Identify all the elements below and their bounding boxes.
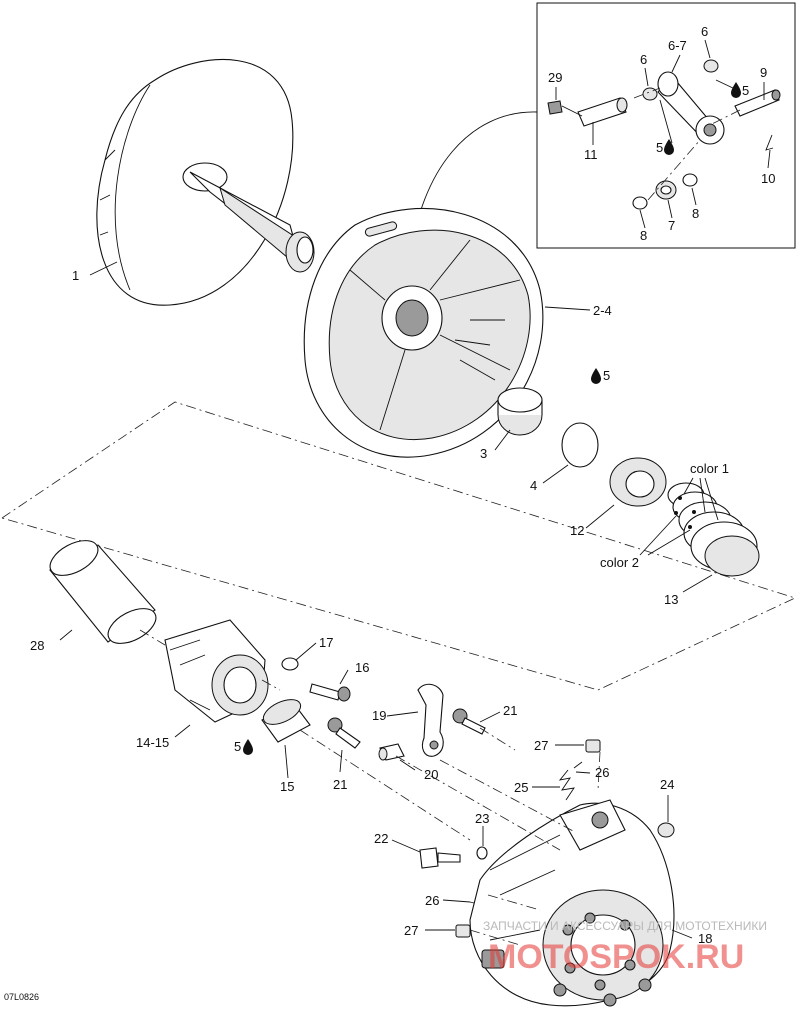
callout-8b: 8 xyxy=(692,206,699,221)
callout-22: 22 xyxy=(374,831,388,846)
oil-drop-icon xyxy=(591,368,601,384)
callout-6-7: 6-7 xyxy=(668,38,687,53)
callout-26b: 26 xyxy=(425,893,439,908)
callout-17: 17 xyxy=(319,635,333,650)
callout-29: 29 xyxy=(548,70,562,85)
pin-20-part xyxy=(378,743,405,761)
screw-16-part xyxy=(309,683,351,702)
callout-2-4: 2-4 xyxy=(593,303,612,318)
callout-15: 15 xyxy=(280,779,294,794)
washer-17-part xyxy=(281,657,299,671)
callout-25: 25 xyxy=(514,780,528,795)
callout-26a: 26 xyxy=(595,765,609,780)
screw-22-part xyxy=(419,847,461,869)
watermark-caption: ЗАПЧАСТИ И АКСЕССУАРЫ ДЛЯ МОТОТЕХНИКИ xyxy=(483,919,767,933)
washer-23-part xyxy=(476,846,488,860)
nut-24-part xyxy=(657,822,675,838)
callout-6a: 6 xyxy=(640,52,647,67)
callout-6b: 6 xyxy=(701,24,708,39)
subassembly-boundary xyxy=(1,401,797,691)
callout-18: 18 xyxy=(698,931,712,946)
callout-24: 24 xyxy=(660,777,674,792)
callout-5b: 5 xyxy=(742,83,749,98)
callout-11: 11 xyxy=(584,147,598,162)
callout-color-1: color 1 xyxy=(690,461,729,476)
oil-drop-icon xyxy=(243,739,253,755)
screw-21b-part xyxy=(452,708,486,735)
oil-drop-icon xyxy=(664,139,674,155)
spring-part xyxy=(667,482,760,577)
callout-8a: 8 xyxy=(640,228,647,243)
bushing-part xyxy=(497,387,543,436)
bushing-6-part xyxy=(642,87,658,101)
bushing-7-part xyxy=(655,180,677,200)
callout-12: 12 xyxy=(570,523,584,538)
callout-5a: 5 xyxy=(603,368,610,383)
roller-arm-part xyxy=(417,683,444,757)
diagram-reference-code: 07L0826 xyxy=(4,992,39,1002)
callout-4: 4 xyxy=(530,478,537,493)
callout-13: 13 xyxy=(664,592,678,607)
callout-14-15: 14-15 xyxy=(136,735,169,750)
callout-9: 9 xyxy=(760,65,767,80)
spider-hub-part xyxy=(164,619,269,723)
pin-26a-part xyxy=(573,761,583,769)
bushing-6b-part xyxy=(703,59,719,73)
callout-19: 19 xyxy=(372,708,386,723)
pin-11-part xyxy=(577,97,628,127)
cotter-pin-10-part xyxy=(765,134,774,151)
callout-20: 20 xyxy=(424,767,438,782)
callout-21b: 21 xyxy=(333,777,347,792)
washer-8a-part xyxy=(632,196,648,210)
pin-9-part xyxy=(734,89,781,117)
callout-3: 3 xyxy=(480,446,487,461)
watermark-brand: MOTOSPOK.RU xyxy=(488,938,744,976)
callout-5d: 5 xyxy=(234,739,241,754)
screw-21a-part xyxy=(327,717,361,749)
callout-23: 23 xyxy=(475,811,489,826)
callout-27b: 27 xyxy=(404,923,418,938)
callout-color-2: color 2 xyxy=(600,555,639,570)
detail-inset-frame xyxy=(536,2,796,249)
cam-arm-part xyxy=(657,71,725,145)
oil-drop-icon xyxy=(731,82,741,98)
callout-16: 16 xyxy=(355,660,369,675)
callout-21a: 21 xyxy=(503,703,517,718)
callout-10: 10 xyxy=(761,171,775,186)
fixed-sheave-part xyxy=(96,58,315,306)
cover-sleeve-part xyxy=(49,540,157,644)
callout-5c: 5 xyxy=(656,140,663,155)
callout-28: 28 xyxy=(30,638,44,653)
spring-seat-part xyxy=(609,457,667,507)
movable-sheave-part xyxy=(303,207,544,458)
screw-29-part xyxy=(547,100,583,117)
spring-25-part xyxy=(558,769,575,801)
circlip-part xyxy=(561,422,599,468)
slider-27b-part xyxy=(455,924,471,938)
callout-7: 7 xyxy=(668,218,675,233)
callout-27a: 27 xyxy=(534,738,548,753)
drive-housing-part xyxy=(469,799,675,1007)
callout-1: 1 xyxy=(72,268,79,283)
bushing-15-part xyxy=(261,699,311,743)
washer-8b-part xyxy=(682,173,698,187)
slider-27a-part xyxy=(585,739,601,753)
